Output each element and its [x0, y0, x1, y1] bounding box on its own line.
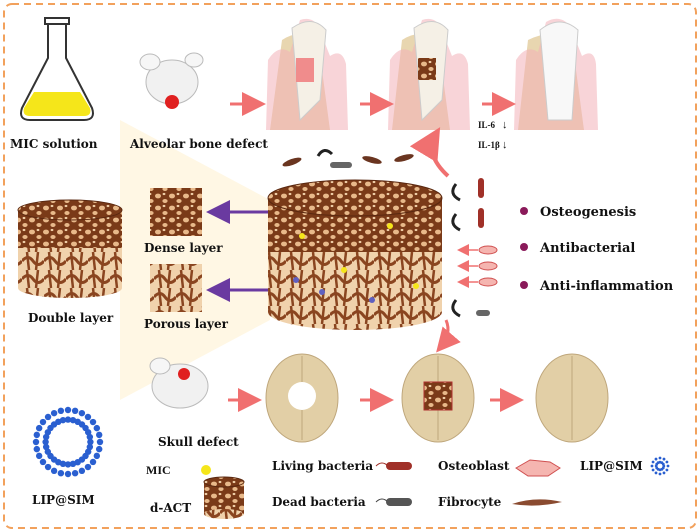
legend-osteoblast: Osteoblast — [438, 459, 510, 473]
il1b-down-arrow: ↓ — [502, 139, 508, 151]
lip-sim-icon — [33, 407, 103, 477]
legend-fibrocyte-icon — [512, 499, 562, 505]
legend-mic: MIC — [146, 463, 171, 477]
tooth-defect-panel — [266, 19, 348, 130]
skull-healing-panel — [402, 354, 474, 442]
legend-d-act-icon — [204, 477, 244, 519]
mic-solution-label: MIC solution — [10, 137, 98, 151]
legend-fibrocyte: Fibrocyte — [438, 495, 502, 509]
effect-anti-inflammation: Anti-inflammation — [539, 279, 674, 294]
legend-lip-sim-icon — [651, 457, 670, 476]
lip-sim-label: LIP@SIM — [32, 493, 95, 507]
legend-mic-dot — [201, 465, 211, 475]
il1b-label: IL-1β — [478, 140, 500, 150]
skull-defect-panel — [266, 354, 338, 442]
porous-layer-label: Porous layer — [144, 317, 229, 331]
bacteria-row-top — [282, 150, 415, 168]
il6-label: IL-6 — [478, 120, 496, 130]
central-scaffold — [268, 180, 442, 330]
dense-layer-label: Dense layer — [144, 241, 223, 255]
light-beam — [120, 120, 270, 400]
tooth-healing-panel — [388, 19, 470, 130]
legend-d-act: d-ACT — [150, 501, 191, 515]
legend-osteoblast-icon — [516, 460, 560, 476]
legend-living-bacteria: Living bacteria — [272, 459, 373, 473]
effect-osteogenesis: Osteogenesis — [540, 205, 636, 220]
rat-skull-icon — [150, 358, 208, 408]
porous-layer-image — [150, 264, 202, 312]
bullet-2 — [520, 243, 528, 251]
curved-arrow-up — [432, 134, 448, 176]
skull-defect-label: Skull defect — [158, 435, 239, 449]
bullet-1 — [520, 207, 528, 215]
curved-arrow-down — [440, 320, 448, 348]
dense-layer-image — [150, 188, 202, 236]
rat-head-icon — [140, 53, 203, 109]
legend-dead-bacteria-icon — [376, 498, 412, 506]
alveolar-defect-label: Alveolar bone defect — [129, 137, 268, 151]
il6-down-arrow: ↓ — [502, 119, 508, 131]
bullet-3 — [520, 281, 528, 289]
double-layer-label: Double layer — [28, 311, 114, 325]
double-layer-cylinder — [18, 200, 122, 298]
osteoblast-column — [460, 246, 497, 286]
legend-lip-sim: LIP@SIM — [580, 459, 643, 473]
flask-icon — [21, 18, 93, 120]
legend-dead-bacteria: Dead bacteria — [272, 495, 366, 509]
effect-antibacterial: Antibacterial — [539, 241, 635, 256]
skull-healed-panel — [536, 354, 608, 442]
legend-living-bacteria-icon — [376, 462, 412, 470]
tooth-healed-panel — [514, 19, 598, 130]
